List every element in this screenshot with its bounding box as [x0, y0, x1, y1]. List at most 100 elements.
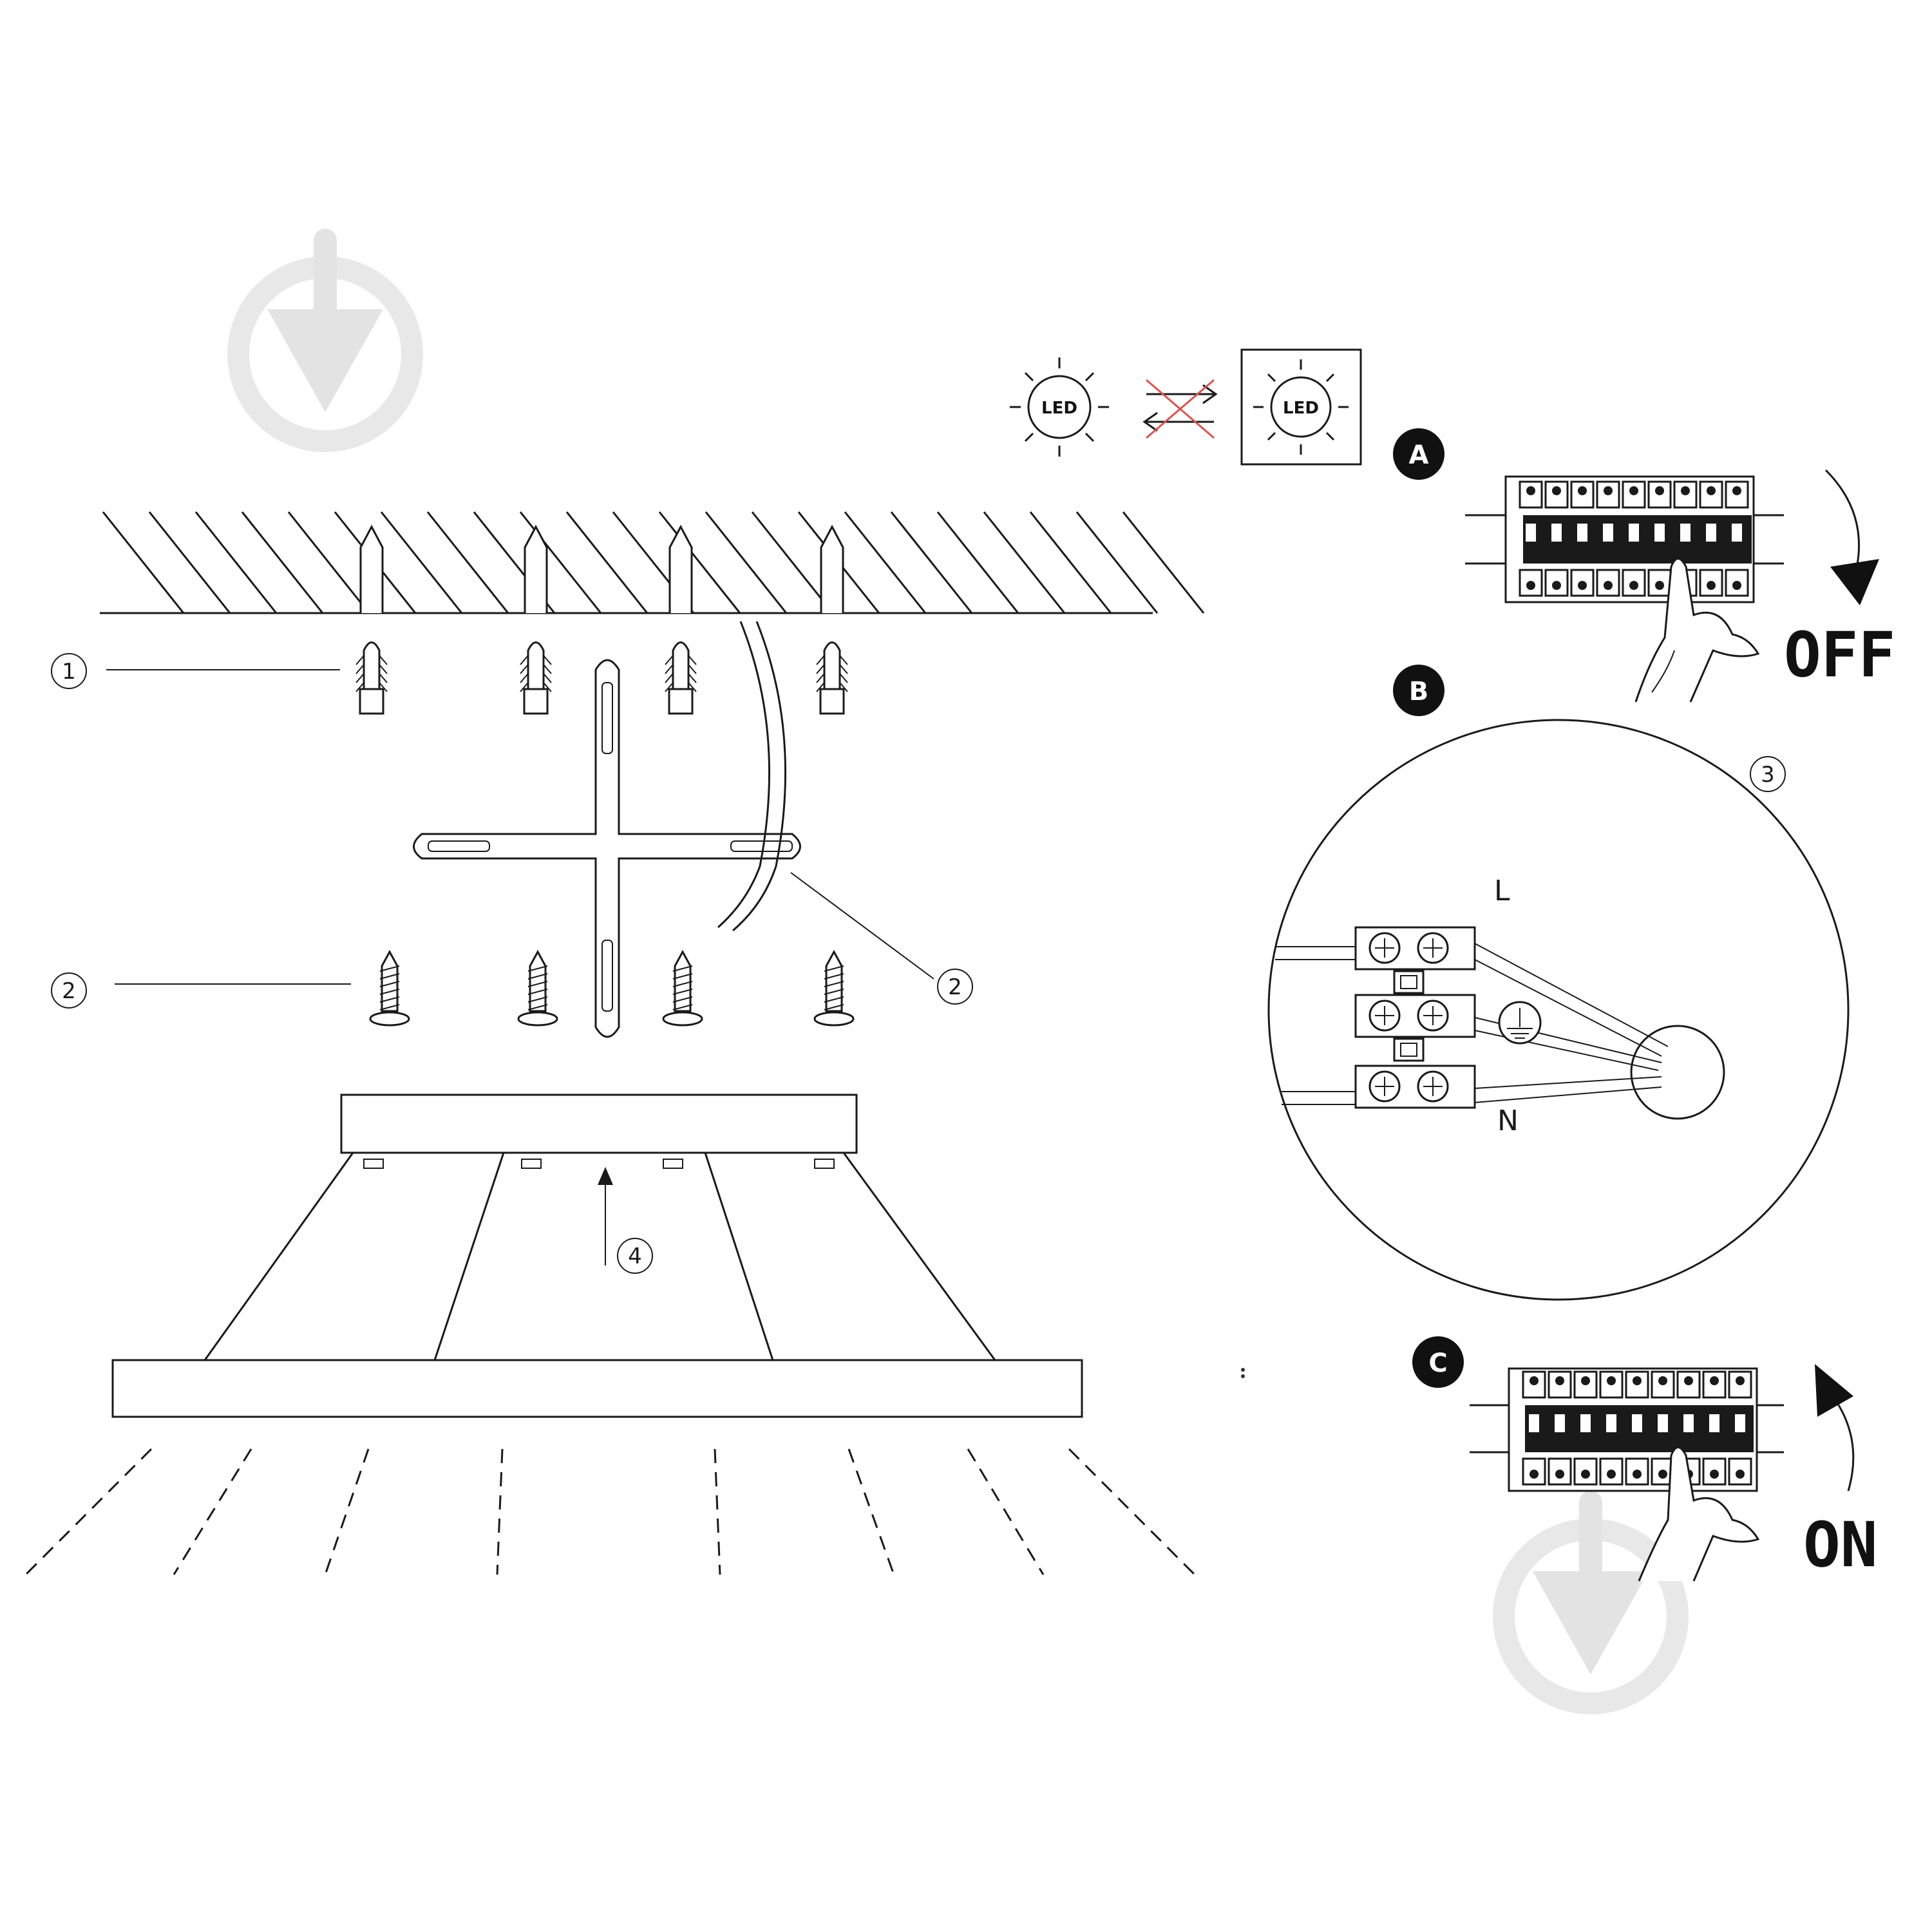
hatch-line — [1029, 511, 1112, 614]
step-a-label: A — [1409, 440, 1429, 470]
neutral-label: N — [1497, 1104, 1519, 1137]
breaker-terminal-top — [1728, 1370, 1752, 1399]
suspension-wires — [204, 1152, 996, 1361]
breaker-lever — [1524, 522, 1537, 543]
hatch-line — [705, 511, 788, 614]
cable-entry — [1630, 1025, 1725, 1120]
callout-3-number: 3 — [1761, 762, 1775, 788]
hatch-line — [102, 511, 185, 614]
hatch-line — [1075, 511, 1159, 614]
breaker-terminal-bottom — [1647, 569, 1672, 597]
wall-plug — [520, 641, 552, 715]
callout-2-left-number: 2 — [62, 978, 76, 1004]
hatch-line — [658, 511, 741, 614]
breaker-lever — [1705, 522, 1718, 543]
led-plain-icon: LED — [1010, 357, 1109, 457]
breaker-lever — [1576, 522, 1589, 543]
breaker-lever — [1656, 1413, 1669, 1434]
hatch-line — [194, 511, 278, 614]
hatch-line — [241, 511, 324, 614]
led-boxed-text: LED — [1283, 399, 1319, 418]
step-b-label: B — [1409, 677, 1429, 706]
screw — [369, 949, 410, 1027]
callout-2-right: 2 — [790, 872, 973, 1005]
ground-symbol-icon — [1498, 1001, 1542, 1045]
led-plain-text: LED — [1041, 399, 1077, 418]
drilled-holes — [359, 524, 844, 613]
hatch-line — [287, 511, 370, 614]
hatch-line — [380, 511, 463, 614]
terminal-block — [1354, 1065, 1476, 1109]
breaker-lever — [1605, 1413, 1618, 1434]
callout-1: 1 — [51, 653, 340, 689]
wiring-detail-circle — [1267, 719, 1850, 1301]
watermark-logo-icon — [227, 229, 423, 452]
terminal-blocks — [1354, 926, 1476, 1109]
hatch-line — [983, 511, 1066, 614]
wall-plugs — [355, 641, 848, 715]
callout-2-left: 2 — [51, 972, 351, 1009]
step-b: B 3 L N — [1267, 665, 1850, 1301]
breaker-lever — [1682, 1413, 1695, 1434]
breaker-lever — [1627, 522, 1640, 543]
screw — [517, 949, 558, 1027]
terminal-block — [1354, 926, 1476, 971]
callout-1-number: 1 — [62, 659, 76, 685]
callout-2-right-number: 2 — [948, 974, 962, 1000]
lamp-canopy — [340, 1094, 858, 1169]
breaker-lever — [1550, 522, 1563, 543]
hand-pointer-icon — [1638, 1446, 1760, 1582]
breaker-lever — [1579, 1413, 1592, 1434]
breaker-lever — [1528, 1413, 1540, 1434]
breaker-terminal-bottom — [1702, 1457, 1727, 1486]
breaker-lever — [1679, 522, 1692, 543]
screw — [662, 949, 703, 1027]
ceiling — [100, 511, 1205, 614]
crossed-arrows-icon — [1142, 379, 1218, 439]
breaker-lever — [1708, 1413, 1721, 1434]
breaker-lever — [1631, 1413, 1643, 1434]
hatch-line — [936, 511, 1019, 614]
hatch-line — [426, 511, 509, 614]
breaker-lever — [1553, 1413, 1566, 1434]
breaker-lever — [1734, 1413, 1747, 1434]
light-rays — [24, 1448, 1196, 1576]
hand-pointer-icon — [1634, 558, 1760, 703]
off-label: OFF — [1784, 619, 1895, 691]
breaker-lever — [1602, 522, 1615, 543]
supply-cable — [717, 621, 787, 932]
hatch-line — [148, 511, 231, 614]
wall-plug — [355, 641, 388, 715]
stray-marks — [1241, 1368, 1245, 1378]
breaker-lever — [1730, 522, 1743, 543]
watermark-logo-icon — [1493, 1491, 1689, 1714]
hatch-line — [751, 511, 834, 614]
screw — [813, 949, 855, 1027]
lamp-body — [111, 1359, 1083, 1418]
live-label: L — [1494, 875, 1510, 907]
step-c: C ON — [1412, 1336, 1878, 1582]
terminal-link — [1393, 970, 1425, 994]
terminal-block — [1354, 994, 1476, 1038]
callout-4-number: 4 — [628, 1244, 642, 1269]
hatch-line — [565, 511, 649, 614]
wall-plug — [665, 641, 697, 715]
led-boxed-icon: LED — [1240, 348, 1362, 466]
hatch-line — [1122, 511, 1205, 614]
callout-4: 4 — [598, 1167, 653, 1274]
mounting-cross-bracket — [413, 659, 801, 1038]
hatch-line — [844, 511, 927, 614]
breaker-panel-on — [1470, 1367, 1784, 1492]
hatch-line — [890, 511, 973, 614]
curved-arrow-icon — [1824, 469, 1879, 605]
on-label: ON — [1803, 1509, 1878, 1581]
step-a: A OFF — [1393, 428, 1895, 703]
wall-plug — [816, 641, 848, 715]
curved-arrow-icon — [1815, 1364, 1855, 1492]
screws — [369, 949, 855, 1027]
incoming-wires — [1275, 946, 1356, 1105]
terminal-link — [1393, 1037, 1425, 1062]
breaker-lever — [1653, 522, 1666, 543]
step-c-label: C — [1428, 1349, 1447, 1378]
